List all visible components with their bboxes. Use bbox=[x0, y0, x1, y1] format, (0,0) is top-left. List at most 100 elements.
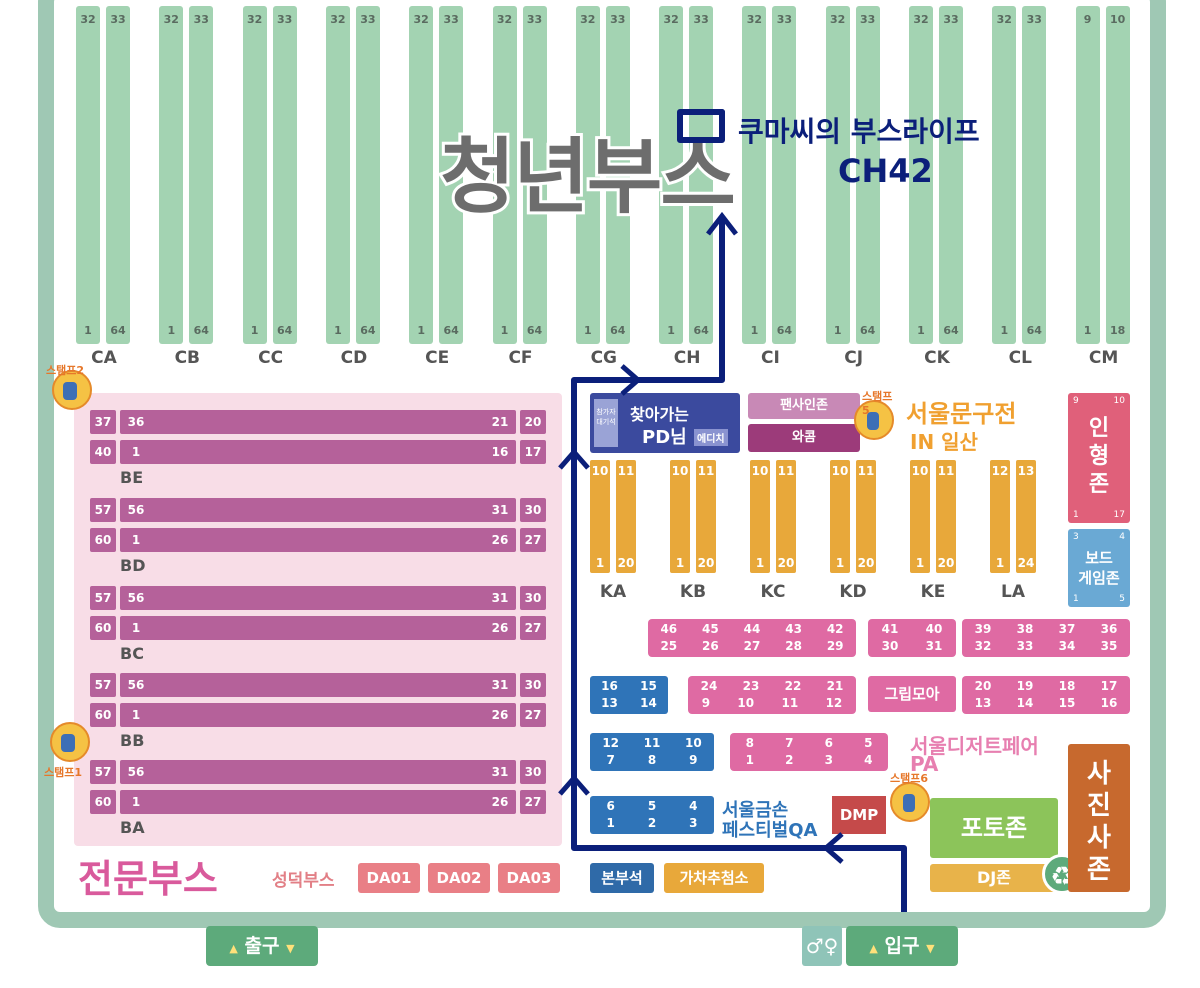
booth-strip[interactable] bbox=[120, 410, 516, 434]
booth-strip[interactable] bbox=[120, 760, 516, 784]
youth-strip[interactable] bbox=[1022, 6, 1047, 344]
booth-cell[interactable]: 30 bbox=[520, 498, 546, 522]
photo-zone[interactable]: 포토존 bbox=[930, 798, 1058, 858]
da01-booth[interactable]: DA01 bbox=[358, 863, 420, 893]
booth-cell[interactable]: 60 bbox=[90, 790, 116, 814]
youth-strip[interactable] bbox=[106, 6, 130, 344]
youth-strip[interactable] bbox=[76, 6, 100, 344]
youth-strip[interactable] bbox=[855, 6, 880, 344]
youth-strip[interactable] bbox=[772, 6, 797, 344]
da02-booth[interactable]: DA02 bbox=[428, 863, 490, 893]
booth-cell[interactable]: 60 bbox=[90, 616, 116, 640]
booth-cell[interactable]: 27 bbox=[520, 790, 546, 814]
booth-cell[interactable]: 30 bbox=[520, 760, 546, 784]
youth-strip[interactable] bbox=[1075, 6, 1100, 344]
dmp-booth[interactable]: DMP bbox=[832, 796, 886, 834]
youth-strip[interactable] bbox=[689, 6, 714, 344]
grip-moa-booth[interactable]: 그립모아 bbox=[868, 676, 956, 712]
booth-strip[interactable] bbox=[120, 790, 516, 814]
booth-cell[interactable]: 60 bbox=[90, 528, 116, 552]
youth-strip[interactable] bbox=[189, 6, 214, 344]
youth-strip[interactable] bbox=[492, 6, 517, 344]
k-strip[interactable] bbox=[990, 460, 1010, 573]
booth-strip[interactable] bbox=[120, 440, 516, 464]
k-strip[interactable] bbox=[590, 460, 610, 573]
booth-cell[interactable]: 40 bbox=[90, 440, 116, 464]
booth-cell[interactable]: 27 bbox=[520, 616, 546, 640]
k-strip[interactable] bbox=[616, 460, 636, 573]
booth-strip[interactable] bbox=[120, 528, 516, 552]
fansign-zone[interactable]: 팬사인존 bbox=[748, 393, 860, 419]
hq-booth[interactable]: 본부석 bbox=[590, 863, 654, 893]
booth-strip[interactable] bbox=[120, 498, 516, 522]
k-strip[interactable] bbox=[936, 460, 956, 573]
entrance-gate[interactable]: ▲ 입구 ▼ bbox=[846, 926, 958, 966]
booth-cell[interactable]: 17 bbox=[520, 440, 546, 464]
booth-cell[interactable]: 57 bbox=[90, 673, 116, 697]
booth-cell[interactable]: 20 bbox=[520, 410, 546, 434]
youth-strip[interactable] bbox=[659, 6, 684, 344]
k-strip[interactable] bbox=[1016, 460, 1036, 573]
youth-strip[interactable] bbox=[325, 6, 350, 344]
youth-strip[interactable] bbox=[825, 6, 850, 344]
booth-number: 31 bbox=[491, 503, 509, 517]
youth-strip[interactable] bbox=[605, 6, 630, 344]
booth-cell[interactable]: 30 bbox=[520, 586, 546, 610]
booth-cell[interactable]: 37 bbox=[90, 410, 116, 434]
youth-strip[interactable] bbox=[159, 6, 184, 344]
booth-number: 1 bbox=[131, 445, 141, 459]
k-strip[interactable] bbox=[910, 460, 930, 573]
gacha-booth[interactable]: 가차추첨소 bbox=[664, 863, 764, 893]
youth-strip[interactable] bbox=[272, 6, 297, 344]
dj-zone[interactable]: DJ존 bbox=[930, 864, 1058, 892]
youth-strip[interactable] bbox=[742, 6, 767, 344]
pd-booth[interactable]: 참가자 대기석 찾아가는 PD님 에디치 bbox=[590, 393, 740, 453]
booth-strip[interactable] bbox=[120, 703, 516, 727]
doll-zone[interactable]: 9 10 1 17 인형존 bbox=[1068, 393, 1130, 523]
booth-number: 40 bbox=[925, 622, 943, 636]
exit-gate[interactable]: ▲ 출구 ▼ bbox=[206, 926, 318, 966]
k-strip[interactable] bbox=[776, 460, 796, 573]
booth-cell[interactable]: 57 bbox=[90, 498, 116, 522]
k-strip[interactable] bbox=[856, 460, 876, 573]
booth-cell[interactable]: 57 bbox=[90, 586, 116, 610]
booth-cell[interactable]: 27 bbox=[520, 528, 546, 552]
board-game-zone[interactable]: 3 4 1 5 보드 게임존 bbox=[1068, 529, 1130, 607]
booth-strip[interactable] bbox=[120, 616, 516, 640]
youth-strip[interactable] bbox=[575, 6, 600, 344]
booth-strip[interactable] bbox=[120, 586, 516, 610]
youth-strip[interactable] bbox=[522, 6, 547, 344]
booth-cell[interactable]: 60 bbox=[90, 703, 116, 727]
booth-cell[interactable]: 57 bbox=[90, 760, 116, 784]
youth-strip[interactable] bbox=[409, 6, 434, 344]
k-strip[interactable] bbox=[696, 460, 716, 573]
booth-number: 32 bbox=[330, 13, 346, 26]
youth-strip[interactable] bbox=[1105, 6, 1130, 344]
youth-strip[interactable] bbox=[439, 6, 464, 344]
booth-strip[interactable] bbox=[120, 673, 516, 697]
da03-booth[interactable]: DA03 bbox=[498, 863, 560, 893]
youth-strip[interactable] bbox=[909, 6, 933, 344]
youth-strip[interactable] bbox=[242, 6, 267, 344]
wacom-booth[interactable]: 와콤 bbox=[748, 424, 860, 452]
booth-cell[interactable]: 27 bbox=[520, 703, 546, 727]
youth-strip[interactable] bbox=[939, 6, 963, 344]
youth-strip[interactable] bbox=[355, 6, 380, 344]
youth-strip[interactable] bbox=[992, 6, 1017, 344]
k-strip[interactable] bbox=[670, 460, 690, 573]
k-strip[interactable] bbox=[830, 460, 850, 573]
photo-studio-zone[interactable]: 사진사존 bbox=[1068, 744, 1130, 892]
booth-cell[interactable]: 30 bbox=[520, 673, 546, 697]
k-strip[interactable] bbox=[750, 460, 770, 573]
